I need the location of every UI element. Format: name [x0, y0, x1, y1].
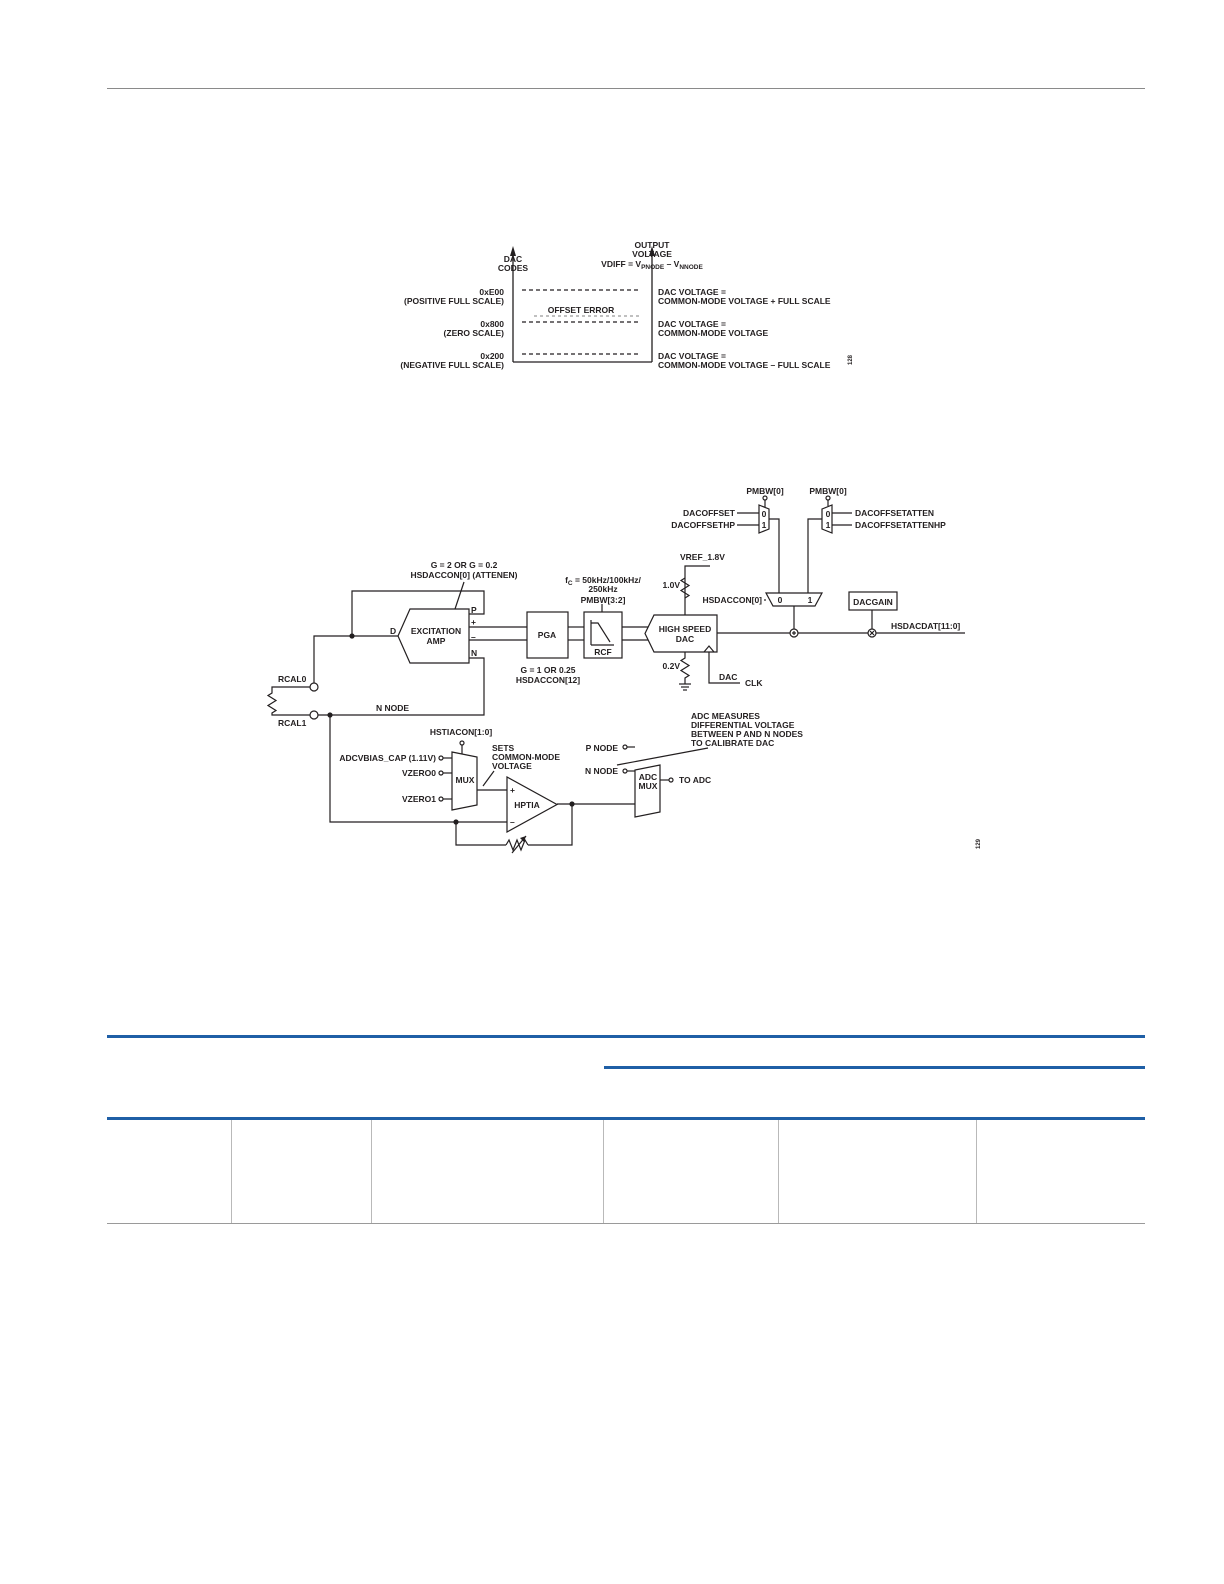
code-positive: 0xE00: [479, 287, 504, 297]
v10-label: 1.0V: [663, 580, 681, 590]
dac-clk-label-2: CLK: [745, 678, 763, 688]
dacgain-label: DACGAIN: [853, 597, 893, 607]
mux-left-1: 1: [762, 520, 767, 530]
section-rule-right: [604, 1066, 1145, 1069]
minus-output-label: –: [471, 632, 476, 642]
sets-cm-label-3: VOLTAGE: [492, 761, 532, 771]
code-zero: 0x800: [480, 319, 504, 329]
voltage-positive: DAC VOLTAGE =: [658, 287, 726, 297]
table-col-divider-3: [603, 1120, 604, 1223]
dac-codes-figure: DAC CODES OUTPUT VOLTAGE VDIFF = VPNODE …: [400, 240, 854, 370]
rcal0-label: RCAL0: [278, 674, 307, 684]
hsdaccon-mux-1: 1: [808, 595, 813, 605]
fc-label: fC = 50kHz/100kHz/: [565, 575, 641, 587]
p-node-label: P NODE: [586, 743, 619, 753]
vzero1-label: VZERO1: [402, 794, 436, 804]
hsdac-calibration-figure: PMBW[0] PMBW[0] DACOFFSET DACOFFSETHP 0 …: [266, 486, 982, 854]
p-output-label: P: [471, 605, 477, 615]
code-negative: 0x200: [480, 351, 504, 361]
adc-mux-label-2: MUX: [639, 781, 658, 791]
hptia-label: HPTIA: [514, 800, 540, 810]
section-rule-top: [107, 1035, 1145, 1038]
n-output-label: N: [471, 648, 477, 658]
pmbw0-right-label: PMBW[0]: [809, 486, 846, 496]
excitation-amp-label-2: AMP: [427, 636, 446, 646]
pmbw0-left-label: PMBW[0]: [746, 486, 783, 496]
mux-label: MUX: [456, 775, 475, 785]
adcvbias-label: ADCVBIAS_CAP (1.11V): [339, 753, 436, 763]
dac-codes-label-1: DAC: [504, 254, 522, 264]
vzero0-label: VZERO0: [402, 768, 436, 778]
hsdaccon0-label: HSDACCON[0]: [703, 595, 763, 605]
header-rule: [107, 88, 1145, 89]
code-negative-desc: (NEGATIVE FULL SCALE): [400, 360, 504, 370]
pga-label: PGA: [538, 630, 556, 640]
adc-mux-label-1: ADC: [639, 772, 657, 782]
dacoffsethp-label: DACOFFSETHP: [671, 520, 735, 530]
sets-cm-label-1: SETS: [492, 743, 515, 753]
voltage-negative-desc: COMMON-MODE VOLTAGE – FULL SCALE: [658, 360, 831, 370]
voltage-zero-desc: COMMON-MODE VOLTAGE: [658, 328, 769, 338]
n-node2-label: N NODE: [585, 766, 618, 776]
mux-right-1: 1: [826, 520, 831, 530]
voltage-negative: DAC VOLTAGE =: [658, 351, 726, 361]
code-zero-desc: (ZERO SCALE): [444, 328, 505, 338]
voltage-zero: DAC VOLTAGE =: [658, 319, 726, 329]
adc-measures-label-1: ADC MEASURES: [691, 711, 760, 721]
excitation-amp-label-1: EXCITATION: [411, 626, 461, 636]
table-col-divider-4: [778, 1120, 779, 1223]
gain-top-label-1: G = 2 OR G = 0.2: [431, 560, 498, 570]
mux-right-0: 0: [826, 509, 831, 519]
table-header-rule: [107, 1117, 1145, 1120]
hs-dac-label-2: DAC: [676, 634, 694, 644]
rcf-label: RCF: [594, 647, 611, 657]
hptia-plus: +: [510, 785, 515, 795]
rcal1-label: RCAL1: [278, 718, 307, 728]
vref-label: VREF_1.8V: [680, 552, 725, 562]
output-voltage-label-2: VOLTAGE: [632, 249, 672, 259]
vdiff-label: VDIFF = VPNODE – VNNODE: [601, 259, 703, 271]
dac-clk-label-1: DAC: [719, 672, 737, 682]
offset-error-label: OFFSET ERROR: [548, 305, 615, 315]
gain-pga-label-1: G = 1 OR 0.25: [520, 665, 575, 675]
to-adc-label: TO ADC: [679, 775, 711, 785]
adc-measures-label-2: DIFFERENTIAL VOLTAGE: [691, 720, 795, 730]
table-col-divider-2: [371, 1120, 372, 1223]
dac-codes-label-2: CODES: [498, 263, 529, 273]
hptia-minus: –: [510, 817, 515, 827]
mux-left-0: 0: [762, 509, 767, 519]
table-bottom-rule: [107, 1223, 1145, 1224]
hs-dac-label-1: HIGH SPEED: [659, 624, 711, 634]
output-voltage-label-1: OUTPUT: [635, 240, 671, 250]
voltage-positive-desc: COMMON-MODE VOLTAGE + FULL SCALE: [658, 296, 831, 306]
gain-pga-label-2: HSDACCON[12]: [516, 675, 580, 685]
dacoffsetattenhp-label: DACOFFSETATTENHP: [855, 520, 946, 530]
table-col-divider-1: [231, 1120, 232, 1223]
hsdacdat-label: HSDACDAT[11:0]: [891, 621, 960, 631]
adc-measures-label-4: TO CALIBRATE DAC: [691, 738, 774, 748]
hstiacon-label: HSTIACON[1:0]: [430, 727, 493, 737]
d-input-label: D: [390, 626, 396, 636]
fc-label-2: 250kHz: [588, 584, 617, 594]
adc-measures-label-3: BETWEEN P AND N NODES: [691, 729, 803, 739]
dacoffsetatten-label: DACOFFSETATTEN: [855, 508, 934, 518]
figure2-id: 129: [976, 838, 982, 849]
figure1-id: 128: [848, 354, 854, 365]
n-node-label: N NODE: [376, 703, 409, 713]
hsdaccon-mux-0: 0: [778, 595, 783, 605]
plus-output-label: +: [471, 617, 476, 627]
dacoffset-label: DACOFFSET: [683, 508, 736, 518]
v02-label: 0.2V: [663, 661, 681, 671]
sets-cm-label-2: COMMON-MODE: [492, 752, 560, 762]
code-positive-desc: (POSITIVE FULL SCALE): [404, 296, 504, 306]
gain-top-label-2: HSDACCON[0] (ATTENEN): [410, 570, 517, 580]
pmbw32-label: PMBW[3:2]: [581, 595, 626, 605]
table-col-divider-5: [976, 1120, 977, 1223]
